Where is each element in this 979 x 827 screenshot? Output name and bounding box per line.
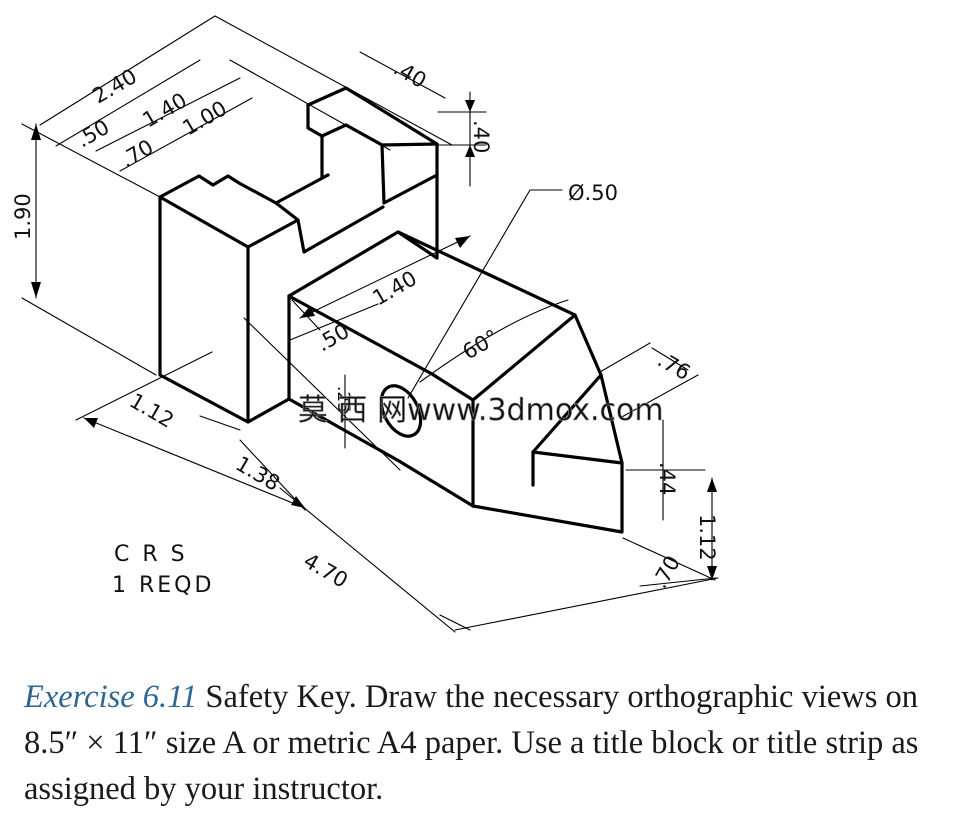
- dim-60-deg: 60°: [459, 325, 503, 364]
- dim-1-12-left: 1.12: [126, 389, 179, 433]
- object-outline: [158, 86, 624, 534]
- watermark: 莫 西 网www.3dmox.com: [298, 393, 664, 428]
- dim-0-50-mid: .50: [313, 319, 354, 356]
- dim-0-25: .25: [333, 386, 353, 413]
- quantity-note: 1 REQD: [112, 573, 214, 598]
- dim-0-70-right: .70: [648, 552, 685, 593]
- figure-caption: Exercise 6.11 Safety Key. Draw the neces…: [24, 674, 969, 812]
- isometric-drawing: 2.40 1.40 1.00 .50 .70 .40 .40 1.90 Ø.50…: [11, 15, 719, 633]
- dim-diameter: Ø.50: [568, 181, 618, 205]
- dim-0-70-top: .70: [117, 135, 158, 172]
- material-note: C R S: [114, 542, 188, 567]
- dim-4-70: 4.70: [300, 549, 353, 593]
- dim-1-90: 1.90: [11, 193, 35, 240]
- dim-0-44: .44: [655, 462, 679, 495]
- dim-0-40-b: .40: [469, 120, 493, 153]
- caption-text: Safety Key. Draw the necessary orthograp…: [24, 679, 919, 807]
- dim-2-40: 2.40: [89, 64, 142, 108]
- dimension-lines: [21, 15, 719, 633]
- dim-0-50-top: .50: [73, 115, 114, 152]
- arrowheads: [31, 100, 717, 580]
- dim-1-12-right: 1.12: [695, 514, 719, 561]
- exercise-number: Exercise 6.11: [24, 679, 198, 715]
